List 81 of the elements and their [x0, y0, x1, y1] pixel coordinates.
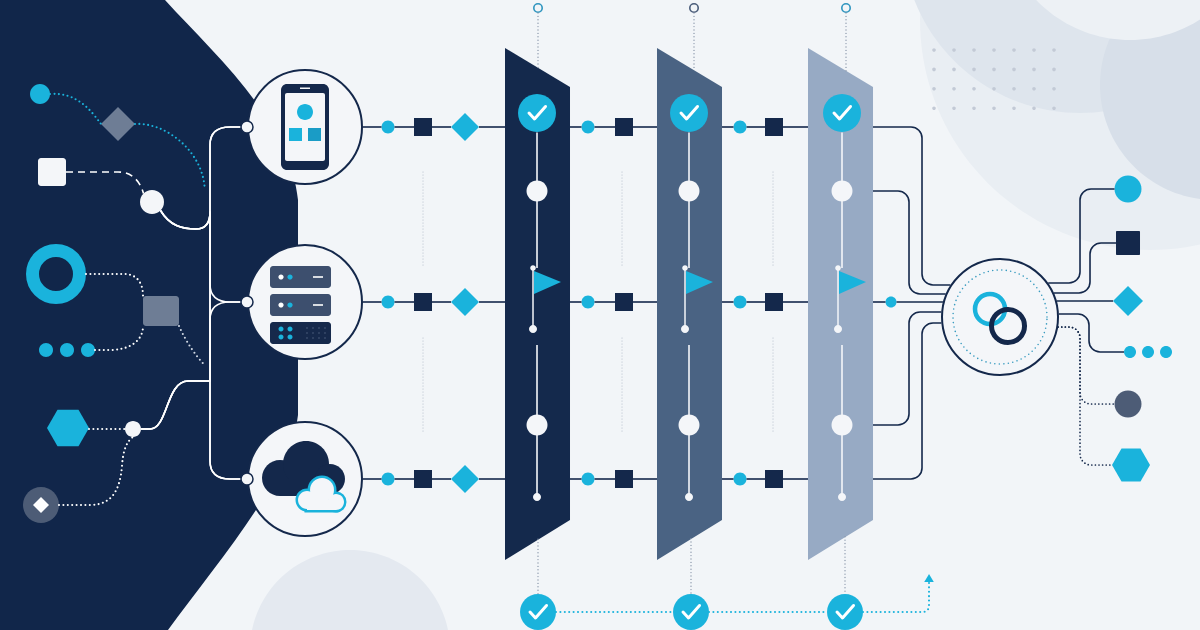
connector-line — [632, 301, 658, 303]
connector-line — [1053, 242, 1117, 294]
connector-line — [431, 478, 452, 480]
connector-line — [569, 126, 583, 128]
connector-line — [632, 478, 658, 480]
connector-line — [362, 301, 383, 303]
connector-line — [393, 478, 415, 480]
small-ring — [533, 3, 543, 13]
connector-line — [1047, 188, 1116, 284]
connector-line — [1056, 300, 1114, 302]
connector-line — [872, 126, 952, 286]
ring-shape — [26, 244, 86, 304]
connector-line — [721, 478, 735, 480]
square-shape — [765, 293, 783, 311]
connector-line — [478, 126, 506, 128]
connector-line — [782, 126, 809, 128]
square-shape — [765, 470, 783, 488]
connector-line — [872, 311, 942, 426]
circle-shape — [1114, 175, 1142, 203]
square-shape — [615, 293, 633, 311]
connector-line — [569, 478, 583, 480]
dotted-line — [845, 12, 847, 72]
connector-line — [782, 478, 809, 480]
connector-line — [872, 322, 943, 480]
hexagon-shape — [1112, 448, 1150, 482]
dotted-line — [537, 538, 539, 595]
dotted-line — [133, 122, 206, 188]
connector-line — [1058, 313, 1125, 353]
connector-line — [431, 126, 452, 128]
dotted-line — [844, 536, 846, 595]
circle-shape — [140, 190, 164, 214]
diamond-shape — [451, 465, 479, 493]
small-ring — [689, 3, 699, 13]
connector-line — [593, 126, 616, 128]
connector-line — [362, 126, 383, 128]
connector-line — [478, 478, 506, 480]
circle-shape — [1114, 390, 1142, 418]
square-shape — [38, 158, 66, 186]
connector-line — [362, 478, 383, 480]
square-shape — [1116, 231, 1140, 255]
diamond-shape — [1113, 286, 1143, 316]
three-dots — [39, 343, 95, 357]
connector-line — [872, 301, 887, 303]
diamond-shape — [101, 107, 135, 141]
connector-line — [393, 126, 415, 128]
connector-line — [478, 301, 506, 303]
square-shape — [615, 470, 633, 488]
connector-line — [593, 478, 616, 480]
connector-line — [431, 301, 452, 303]
dotted-line — [1057, 326, 1113, 466]
dotted-line — [65, 171, 145, 195]
small-ring — [841, 3, 851, 13]
connector-line — [745, 301, 766, 303]
three-dots — [1124, 346, 1172, 358]
dotted-line — [48, 92, 103, 126]
square-shape — [414, 470, 432, 488]
connector-line — [745, 478, 766, 480]
connector-line — [721, 301, 735, 303]
connector-line — [872, 190, 947, 295]
dot — [30, 84, 50, 104]
hexagon-shape — [47, 409, 89, 447]
dotted-line — [177, 324, 206, 367]
diamond-shape — [451, 113, 479, 141]
square-shape — [143, 296, 179, 326]
connector-line — [393, 301, 415, 303]
connector-line — [745, 126, 766, 128]
connector-line — [569, 301, 583, 303]
dotted-line — [537, 12, 539, 69]
dotted-line — [87, 427, 127, 431]
dotted-line — [57, 435, 135, 507]
dotted-line — [690, 537, 692, 595]
connector-line — [895, 301, 944, 303]
connector-line — [632, 126, 658, 128]
circle-shape — [125, 421, 141, 437]
dotted-line — [84, 272, 145, 298]
square-shape — [414, 293, 432, 311]
connector-line — [140, 380, 241, 480]
connector-line — [593, 301, 616, 303]
connector-line — [782, 301, 809, 303]
connector-line — [721, 126, 735, 128]
diamond-shape — [451, 288, 479, 316]
